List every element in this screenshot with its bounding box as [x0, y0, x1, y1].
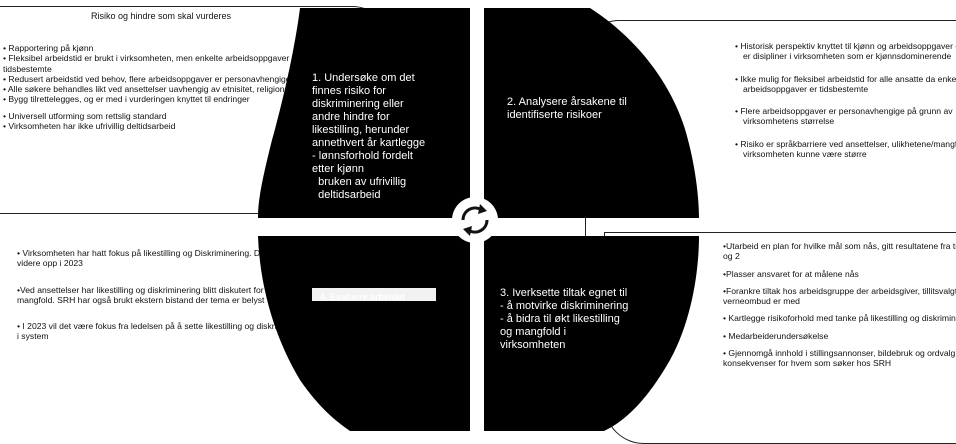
quadrant-3-line: - å motvirke diskriminering — [500, 300, 629, 312]
top-left-title: Risiko og hindre som skal vurderes — [91, 11, 232, 21]
quadrant-3-text: 3. Iverksette tiltak egnet til - å motvi… — [500, 287, 670, 352]
list-item: •Forankre tiltak hos arbeidsgruppe der a… — [723, 285, 956, 307]
list-item: • Risiko er språkbarriere ved ansettelse… — [735, 138, 956, 160]
quadrant-3-line: virksomheten — [500, 339, 566, 351]
quadrant-1-line: 1. Undersøke om det — [312, 72, 415, 84]
list-item: • Bygg tilrettelegges, og er med i vurde… — [3, 94, 250, 105]
quadrant-4-shape — [258, 236, 470, 431]
cycle-arrows-icon — [452, 197, 498, 243]
list-item: • Kartlegge risikoforhold med tanke på l… — [723, 313, 956, 324]
list-item: • Gjennomgå innhold i stillingsannonser,… — [723, 348, 956, 369]
list-item: • Redusert arbeidstid ved behov, flere a… — [3, 73, 291, 84]
list-item: • Virksomheten har ikke ufrivillig delti… — [3, 121, 176, 132]
quadrant-1-line: - lønnsforhold fordelt — [312, 150, 413, 162]
diagram: Risiko og hindre som skal vurderes • Rap… — [0, 6, 956, 444]
quadrant-2-line: 2. Analysere årsakene til — [507, 96, 627, 108]
quadrant-1-line: diskriminering eller — [312, 98, 404, 110]
quadrant-3-shape — [484, 236, 699, 431]
list-item: • Fleksibel arbeidstid er brukt i virkso… — [3, 53, 300, 74]
top-right-list: • Historisk perspektiv knyttet til kjønn… — [731, 41, 956, 171]
list-item: • Ikke mulig for fleksibel arbeidstid fo… — [735, 73, 956, 94]
quadrant-1-line: deltidsarbeid — [312, 189, 381, 201]
quadrant-1-line: andre hindre for — [312, 111, 390, 123]
quadrant-3-line: 3. Iverksette tiltak egnet til — [500, 287, 628, 299]
list-item: • I 2023 vil det være fokus fra ledelsen… — [17, 321, 310, 342]
list-item: • Rapportering på kjønn — [3, 43, 94, 53]
quadrant-shapes — [258, 8, 699, 431]
list-item: •Utarbeid en plan for hvilke mål som nås… — [723, 241, 956, 262]
list-item: • Medarbeiderundersøkelse — [723, 330, 829, 341]
quadrant-1-line: bruken av ufrivillig — [312, 176, 407, 188]
top-left-list: • Rapportering på kjønn • Fleksibel arbe… — [3, 43, 349, 131]
quadrant-1-line: finnes risiko for — [312, 85, 386, 97]
quadrant-1-line: annethvert år kartlegge — [312, 137, 426, 149]
list-item: •Ved ansettelser har likestilling og dis… — [17, 284, 298, 305]
quadrant-1-line: likestilling, herunder — [312, 124, 410, 136]
quadrant-2-line: identifiserte risikoer — [507, 109, 602, 121]
list-item: • Alle søkere behandles likt ved ansette… — [3, 84, 325, 95]
list-item: • Virksomheten har hatt fokus på likesti… — [17, 248, 301, 269]
quadrant-3-line: - å bidra til økt likestilling — [500, 313, 620, 325]
list-item: •Plasser ansvaret for at målene nås — [723, 268, 859, 279]
list-item: • Flere arbeidsoppgaver er personavhengi… — [735, 106, 953, 127]
quadrant-2-text: 2. Analysere årsakene til identifiserte … — [507, 96, 672, 122]
quadrant-1-line: etter kjønn — [312, 163, 364, 175]
quadrant-3-line: og mangfold i — [500, 326, 567, 338]
list-item: • Historisk perspektiv knyttet til kjønn… — [735, 41, 956, 62]
quadrant-2-shape — [484, 8, 699, 218]
quadrant-4-label: 4. Evaluere arbeidet — [320, 292, 406, 302]
bottom-right-list: •Utarbeid en plan for hvilke mål som nås… — [723, 241, 956, 376]
list-item: • Universell utforming som rettslig stan… — [3, 110, 167, 121]
quadrant-4-label-strip — [312, 288, 436, 301]
quadrant-1-shape — [258, 8, 470, 218]
quadrant-1-text: 1. Undersøke om det finnes risiko for di… — [312, 72, 472, 202]
bottom-left-list: • Virksomheten har hatt fokus på likesti… — [17, 248, 313, 358]
